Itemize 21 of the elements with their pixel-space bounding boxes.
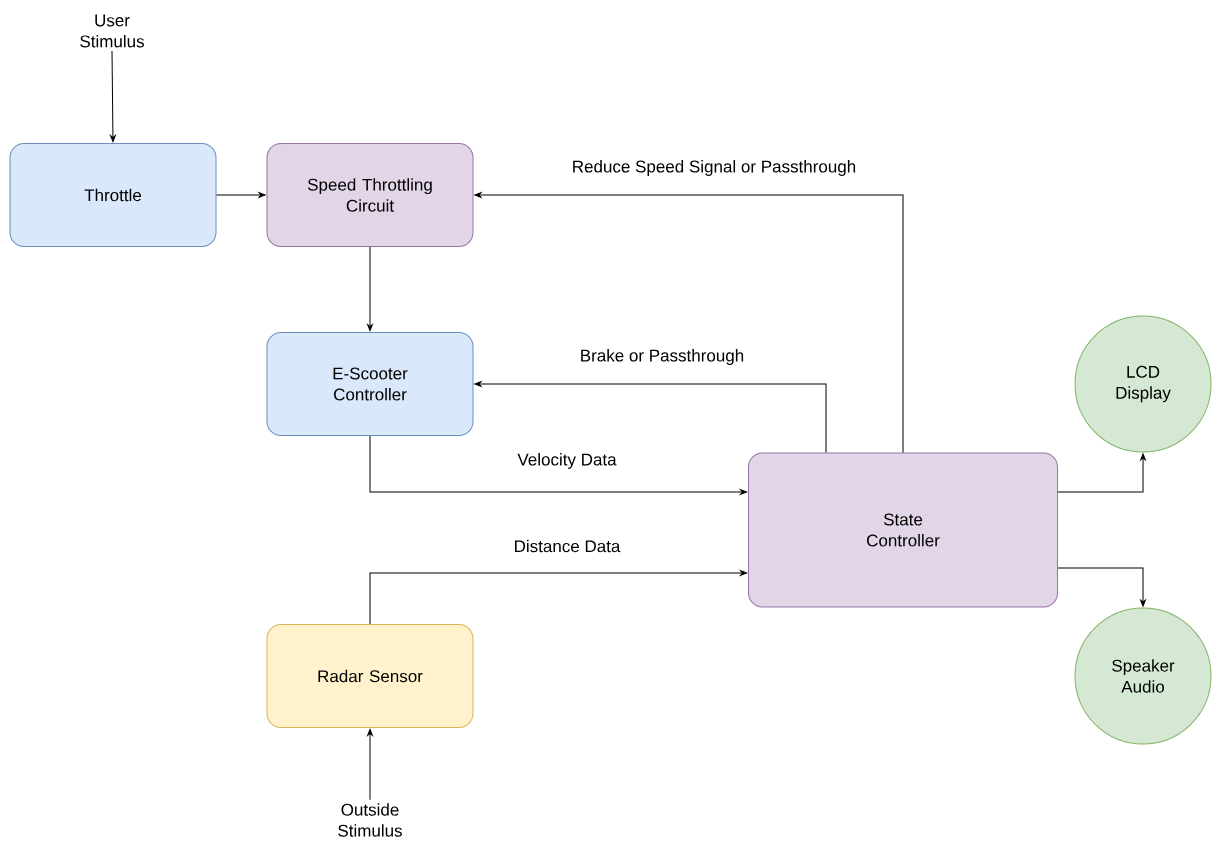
arrow [474,192,904,453]
arrow [1057,453,1146,493]
edge-label: Distance Data [511,537,623,555]
arrow [1057,567,1146,607]
process-box: E-Scooter Controller [266,332,474,436]
arrow [474,381,827,453]
process-box: State Controller [748,452,1058,608]
process-box: Throttle [9,143,217,247]
arrow [369,570,748,625]
arrow [216,192,266,198]
arrow [367,246,373,332]
stimulus-label: Outside Stimulus [338,803,402,837]
arrow [367,728,373,801]
edge-label: Brake or Passthrough [577,347,747,367]
edge-label: Velocity Data [515,451,619,471]
process-box: Radar Sensor [266,624,474,728]
arrow [110,50,116,143]
stimulus-label: User Stimulus [80,14,144,48]
edge-label: Reduce Speed Signal or Passthrough [569,158,859,178]
process-box: Speed Throttling Circuit [266,143,474,247]
arrow [369,435,748,495]
